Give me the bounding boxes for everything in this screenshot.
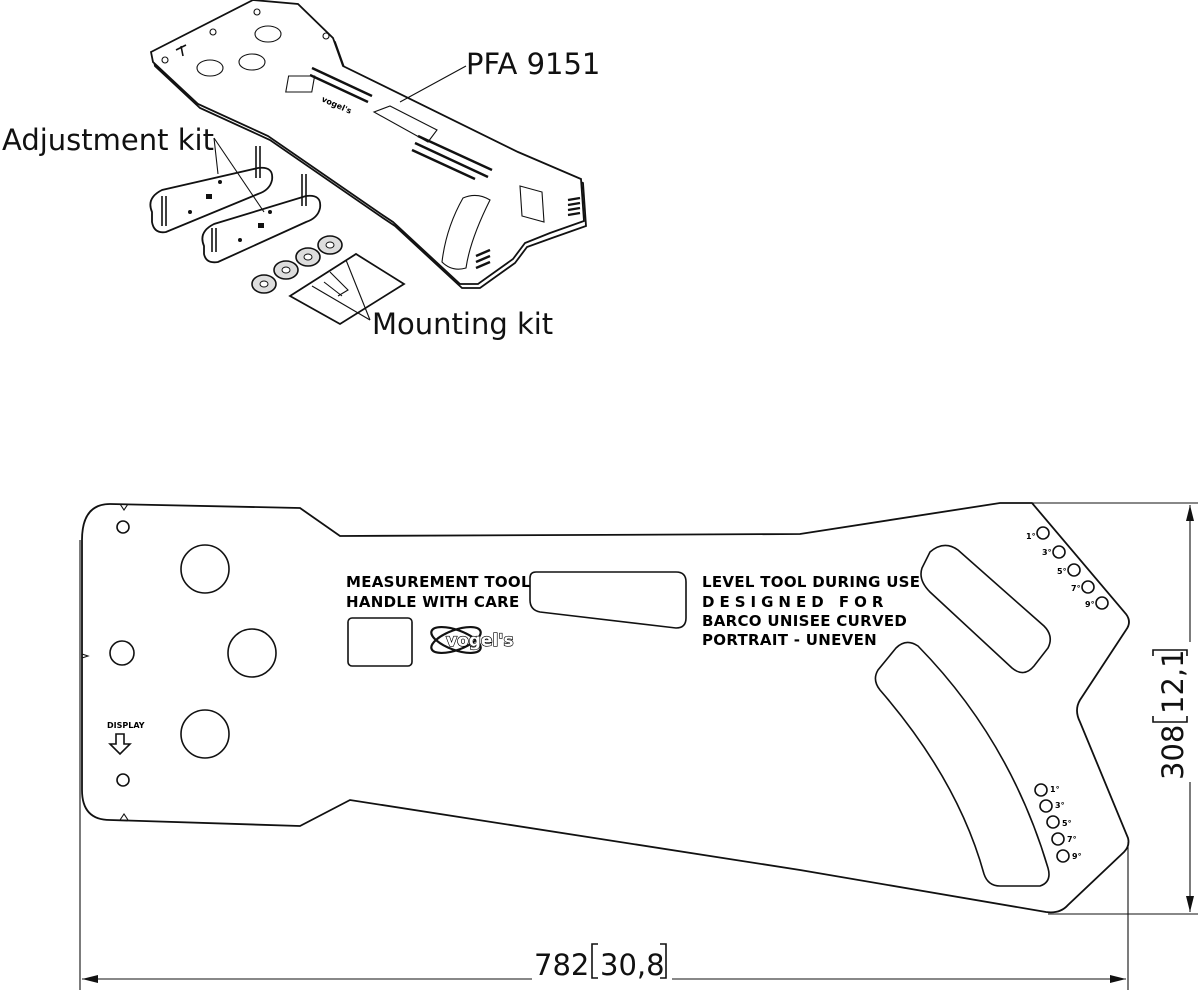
angle-hole [1034, 783, 1048, 797]
slot-window [529, 571, 687, 629]
width-dimension: 782 30,8 [79, 540, 1129, 990]
adjustment-kit-callout: Adjustment kit [2, 123, 214, 157]
small-hole [116, 520, 130, 534]
down-arrow-icon [108, 733, 132, 756]
angle-label: 7° [1071, 584, 1081, 593]
iso-washers [251, 235, 343, 294]
bracket-left [591, 943, 598, 979]
plate-text-handle: HANDLE WITH CARE [346, 593, 520, 611]
angle-label: 9° [1085, 600, 1095, 609]
leader-adjustment [213, 137, 265, 213]
plate-notch [119, 503, 129, 511]
angle-label: 5° [1062, 819, 1072, 828]
mount-hole-large [227, 628, 277, 678]
angle-hole [1081, 580, 1095, 594]
plate-text-portrait: PORTRAIT - UNEVEN [702, 631, 877, 649]
iso-display-mark [175, 44, 187, 57]
angle-label: 7° [1067, 835, 1077, 844]
height-mm: 308 [1156, 725, 1190, 780]
small-hole [116, 773, 130, 787]
angle-hole [1067, 563, 1081, 577]
iso-hole [254, 25, 282, 43]
plate-text-level: LEVEL TOOL DURING USE [702, 573, 920, 591]
angle-label: 1° [1026, 532, 1036, 541]
bracket-left [1152, 716, 1188, 723]
angle-hole [1036, 526, 1050, 540]
bracket-right [660, 943, 667, 979]
iso-small-hole [209, 28, 217, 36]
iso-small-hole [161, 56, 169, 64]
angle-hole [1051, 832, 1065, 846]
leader-adjustment [213, 137, 219, 175]
angle-label: 9° [1072, 852, 1082, 861]
angle-label: 3° [1042, 548, 1052, 557]
slot-curved [874, 641, 1050, 887]
iso-slot [519, 185, 545, 223]
width-in: 30,8 [600, 948, 665, 982]
angle-label: 5° [1057, 567, 1067, 576]
iso-slot-curved [441, 194, 491, 270]
angle-label: 1° [1050, 785, 1060, 794]
iso-angle-holes [475, 196, 581, 270]
angle-holes-top: 1° 3° 5° 7° 9° [1026, 526, 1109, 610]
iso-adjustment-bar-1 [149, 146, 274, 234]
width-mm: 782 [534, 948, 589, 982]
vogels-logo: vogel's [430, 625, 514, 655]
angle-hole [1095, 596, 1109, 610]
angle-hole [1039, 799, 1053, 813]
mount-hole-small [109, 640, 135, 666]
iso-hole [196, 59, 224, 77]
mount-hole-large [180, 709, 230, 759]
iso-hole [238, 53, 266, 71]
iso-label-box [285, 75, 316, 93]
height-dimension: 308 12,1 [1032, 502, 1198, 915]
plate-outline [81, 502, 1130, 914]
product-callout: PFA 9151 [466, 47, 600, 81]
leader-mounting [345, 259, 371, 321]
bracket-right [1152, 649, 1188, 656]
iso-engraving-lines [309, 66, 493, 181]
logo-text: vogel's [446, 631, 514, 651]
isometric-view: vogel's [149, 0, 587, 326]
plate-text-measurement: MEASUREMENT TOOL [346, 573, 531, 591]
iso-small-hole [253, 8, 261, 16]
plate-notch [81, 653, 90, 659]
angle-hole [1046, 815, 1060, 829]
iso-mounting-sheet-mark [323, 271, 349, 297]
iso-slot-window [372, 105, 438, 143]
height-in: 12,1 [1156, 649, 1190, 714]
leader-mounting [311, 285, 371, 321]
slot-upper [920, 544, 1052, 674]
label-window [347, 617, 413, 667]
angle-label: 3° [1055, 801, 1065, 810]
plate-text-designed: DESIGNED FOR [702, 593, 888, 611]
display-label: DISPLAY [107, 721, 145, 730]
plate-notch [119, 813, 129, 821]
mount-hole-large [180, 544, 230, 594]
iso-adjustment-bar-2 [201, 174, 322, 264]
leader-product [399, 65, 467, 103]
angle-hole [1052, 545, 1066, 559]
plan-view: DISPLAY MEASUREMENT TOOL HANDLE WITH CAR… [81, 502, 1130, 914]
iso-small-hole [322, 32, 330, 40]
plate-text-barco: BARCO UNISEE CURVED [702, 612, 907, 630]
mounting-kit-callout: Mounting kit [372, 307, 553, 341]
angle-hole [1056, 849, 1070, 863]
iso-plate [149, 0, 585, 285]
angle-holes-bottom: 1° 3° 5° 7° 9° [1034, 783, 1082, 863]
